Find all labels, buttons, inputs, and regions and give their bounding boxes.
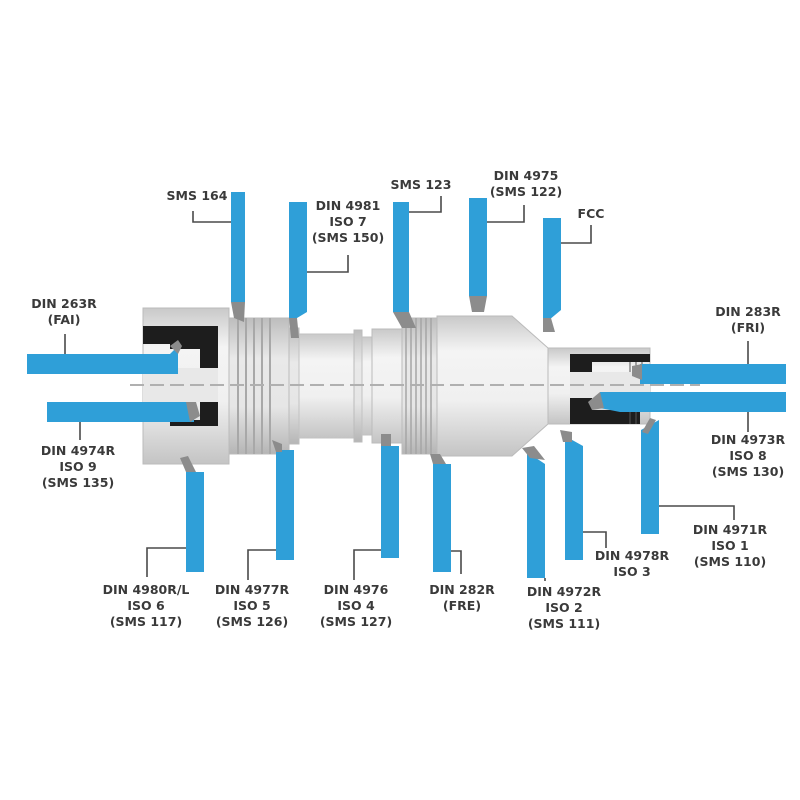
label-line: (FRI) xyxy=(730,320,766,335)
label-line: (SMS 126) xyxy=(215,614,289,629)
label-din4975: DIN 4975 (SMS 122) xyxy=(490,168,562,200)
label-line: (SMS 150) xyxy=(311,230,385,245)
label-line: DIN 4976 xyxy=(323,582,389,597)
label-line: (FRE) xyxy=(442,598,482,613)
label-din4980r: DIN 4980R/L ISO 6 (SMS 117) xyxy=(103,582,190,630)
tool-din282r xyxy=(430,454,451,572)
label-sms164: SMS 164 xyxy=(167,188,228,204)
tool-din4977r xyxy=(272,440,294,560)
label-line: DIN 4978R xyxy=(594,548,670,563)
tool-din263r xyxy=(27,340,182,374)
tools xyxy=(27,192,786,578)
tool-din4971r xyxy=(641,418,659,534)
label-din4972r: DIN 4972R ISO 2 (SMS 111) xyxy=(527,584,601,632)
label-din4981: DIN 4981 ISO 7 (SMS 150) xyxy=(312,198,384,246)
leader-din4976 xyxy=(353,549,381,580)
leader-din4977r xyxy=(247,549,276,580)
label-line: ISO 6 xyxy=(127,598,165,613)
label-line: (SMS 130) xyxy=(711,464,785,479)
label-line: DIN 263R xyxy=(31,296,97,311)
leader-din4980r xyxy=(146,547,186,577)
tool-sms123 xyxy=(393,202,416,328)
tool-sms164 xyxy=(231,192,245,322)
workpiece-shaft xyxy=(298,333,355,439)
label-line: ISO 9 xyxy=(59,459,97,474)
label-line: SMS 164 xyxy=(166,188,228,203)
leader-din4975 xyxy=(487,205,525,223)
label-line: DIN 4977R xyxy=(214,582,290,597)
label-line: DIN 4980R/L xyxy=(102,582,190,597)
tool-din4981 xyxy=(289,202,307,338)
tool-din283r xyxy=(632,364,786,384)
label-line: SMS 123 xyxy=(390,177,452,192)
label-line: DIN 4981 xyxy=(315,198,381,213)
label-din4976: DIN 4976 ISO 4 (SMS 127) xyxy=(320,582,392,630)
leader-fcc xyxy=(561,225,592,244)
label-din4971r: DIN 4971R ISO 1 (SMS 110) xyxy=(693,522,767,570)
label-line: ISO 8 xyxy=(729,448,767,463)
label-din283r: DIN 283R (FRI) xyxy=(715,304,781,336)
workpiece xyxy=(130,307,700,465)
label-line: (SMS 117) xyxy=(109,614,183,629)
label-din4978r: DIN 4978R ISO 3 xyxy=(595,548,669,580)
label-line: DIN 4974R xyxy=(40,443,116,458)
label-din263r: DIN 263R (FAI) xyxy=(31,296,97,328)
label-line: ISO 4 xyxy=(337,598,375,613)
label-line: DIN 4973R xyxy=(710,432,786,447)
tool-din4973r xyxy=(588,392,786,412)
label-line: DIN 4975 xyxy=(493,168,559,183)
right-bore-section-bottom xyxy=(570,398,640,424)
tool-din4975 xyxy=(469,198,487,312)
leader-din4978r xyxy=(583,531,607,548)
label-line: (SMS 122) xyxy=(489,184,563,199)
right-bore-section-top xyxy=(570,354,650,372)
tool-din4972r xyxy=(522,446,545,578)
tool-fcc xyxy=(543,218,561,332)
label-line: (SMS 127) xyxy=(319,614,393,629)
left-bore-section-bottom xyxy=(143,402,218,426)
label-line: ISO 3 xyxy=(613,564,651,579)
label-din4977r: DIN 4977R ISO 5 (SMS 126) xyxy=(215,582,289,630)
tool-din4980r xyxy=(180,456,204,572)
label-din282r: DIN 282R (FRE) xyxy=(429,582,495,614)
tool-din4976 xyxy=(381,434,399,558)
label-line: ISO 2 xyxy=(545,600,583,615)
leader-din282r xyxy=(451,550,462,574)
label-din4973r: DIN 4973R ISO 8 (SMS 130) xyxy=(711,432,785,480)
leader-sms123 xyxy=(409,196,442,213)
label-fcc: FCC xyxy=(578,206,605,222)
leader-din4971r xyxy=(659,505,735,520)
leader-din4981 xyxy=(307,255,349,273)
tool-din4978r xyxy=(560,430,583,560)
label-line: (SMS 135) xyxy=(41,475,115,490)
label-line: (SMS 110) xyxy=(693,554,767,569)
label-line: DIN 4971R xyxy=(692,522,768,537)
leader-lines xyxy=(64,196,749,581)
label-line: ISO 5 xyxy=(233,598,271,613)
label-line: FCC xyxy=(577,206,605,221)
leader-sms164 xyxy=(192,211,231,223)
label-sms123: SMS 123 xyxy=(391,177,452,193)
label-line: DIN 283R xyxy=(715,304,781,319)
label-line: DIN 282R xyxy=(429,582,495,597)
label-line: (FAI) xyxy=(47,312,81,327)
label-line: DIN 4972R xyxy=(526,584,602,599)
label-line: (SMS 111) xyxy=(527,616,601,631)
label-line: ISO 1 xyxy=(711,538,749,553)
tool-din4974r xyxy=(47,402,200,422)
label-din4974r: DIN 4974R ISO 9 (SMS 135) xyxy=(41,443,115,491)
label-line: ISO 7 xyxy=(329,214,367,229)
